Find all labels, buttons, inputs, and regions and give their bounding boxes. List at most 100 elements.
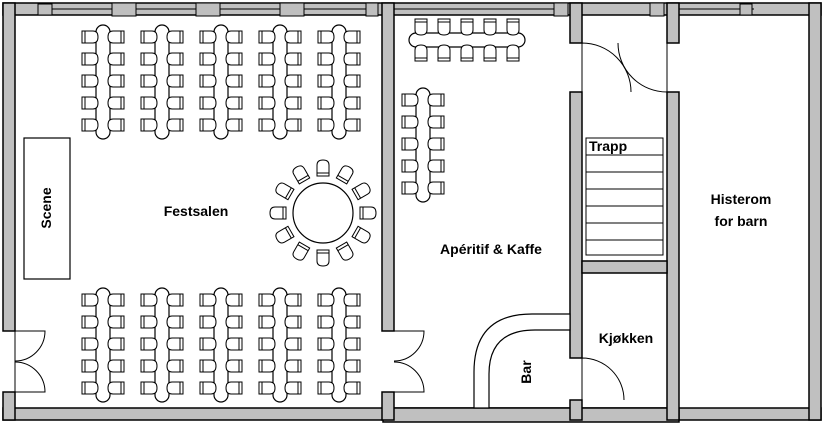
chair [414, 18, 428, 36]
chair [140, 359, 158, 373]
chair [166, 293, 184, 307]
chair [343, 118, 361, 132]
long-table [258, 287, 302, 403]
long-table [317, 287, 361, 403]
chair [401, 181, 419, 195]
chair [81, 359, 99, 373]
chair [225, 52, 243, 66]
long-tables [81, 18, 526, 403]
chair [401, 93, 419, 107]
chair [284, 30, 302, 44]
chair [81, 315, 99, 329]
chair [427, 115, 445, 129]
chair [427, 137, 445, 151]
chair [258, 30, 276, 44]
round-table [292, 182, 354, 244]
chair [284, 315, 302, 329]
chair [81, 381, 99, 395]
chair [258, 293, 276, 307]
chair [166, 359, 184, 373]
chair [401, 137, 419, 151]
chair [351, 182, 371, 201]
chair [199, 52, 217, 66]
chair [483, 18, 497, 36]
chair [275, 225, 295, 244]
door-middle [393, 330, 425, 393]
chair [107, 118, 125, 132]
door-stair-hall [581, 42, 668, 93]
label-histerom-line1: Histerom [711, 191, 772, 207]
chair [81, 74, 99, 88]
chair [166, 30, 184, 44]
chair [317, 118, 335, 132]
chair [460, 44, 474, 62]
chair [401, 159, 419, 173]
chair [343, 30, 361, 44]
chair [284, 74, 302, 88]
chair [316, 249, 330, 267]
chair [258, 337, 276, 351]
door-left [14, 330, 46, 393]
chair [225, 30, 243, 44]
chair [81, 52, 99, 66]
chair [81, 30, 99, 44]
chair [199, 30, 217, 44]
chair [199, 381, 217, 395]
chair [107, 96, 125, 110]
chair [284, 293, 302, 307]
chair [140, 52, 158, 66]
chair [107, 381, 125, 395]
chair [284, 381, 302, 395]
stairs [585, 137, 664, 256]
chair [140, 30, 158, 44]
chair [343, 293, 361, 307]
chair [107, 52, 125, 66]
chair [140, 315, 158, 329]
long-table [140, 24, 184, 140]
chair [107, 359, 125, 373]
chair [351, 225, 371, 244]
chair [199, 293, 217, 307]
door-kitchen [581, 357, 625, 401]
chair [199, 74, 217, 88]
chair [81, 118, 99, 132]
chair [140, 337, 158, 351]
windows [37, 2, 754, 17]
chair [437, 18, 451, 36]
chair [317, 30, 335, 44]
chair [317, 74, 335, 88]
chair [284, 359, 302, 373]
chair [199, 337, 217, 351]
round-table-group [269, 159, 377, 267]
chair [258, 359, 276, 373]
chair [359, 206, 377, 220]
chair [317, 315, 335, 329]
chair [225, 315, 243, 329]
long-table [199, 24, 243, 140]
chair [258, 96, 276, 110]
chair [317, 293, 335, 307]
chair [317, 381, 335, 395]
bar-counter [473, 313, 571, 409]
chair [258, 52, 276, 66]
chair [343, 359, 361, 373]
chair [166, 315, 184, 329]
chair [343, 96, 361, 110]
label-aperitif: Apéritif & Kaffe [440, 241, 542, 257]
chair [460, 18, 474, 36]
chair [140, 118, 158, 132]
chair [81, 96, 99, 110]
chair [107, 74, 125, 88]
chair [506, 44, 520, 62]
chair [225, 96, 243, 110]
chair [225, 337, 243, 351]
chair [258, 315, 276, 329]
chair [225, 118, 243, 132]
chair [107, 30, 125, 44]
chair [275, 182, 295, 201]
chair [199, 96, 217, 110]
chair [225, 74, 243, 88]
chair [335, 241, 354, 261]
